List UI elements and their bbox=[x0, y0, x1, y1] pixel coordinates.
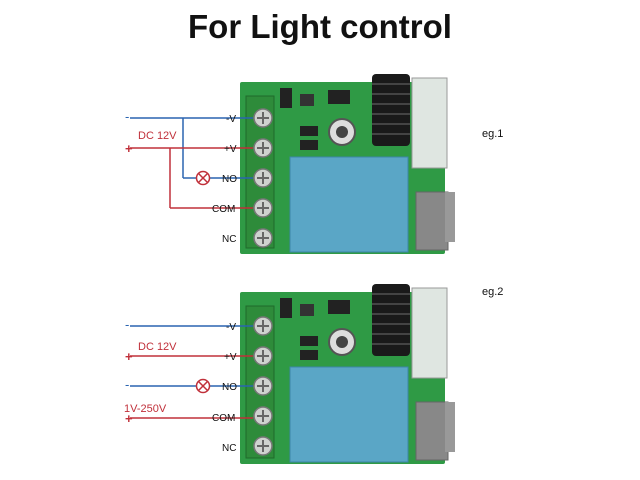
lamp-icon bbox=[195, 170, 211, 186]
terminal-label: -V bbox=[226, 114, 236, 125]
terminal-label: +V bbox=[224, 144, 237, 155]
terminal-label: COM bbox=[212, 204, 235, 215]
load-supply-label: 1V-250V bbox=[124, 403, 167, 415]
supply-label-2: DC 12V bbox=[138, 341, 177, 353]
supply-negative-2: - bbox=[125, 317, 129, 332]
load-negative: - bbox=[125, 377, 129, 392]
supply-positive-1: + bbox=[125, 141, 133, 156]
terminal-label: NC bbox=[222, 234, 236, 245]
load-positive: + bbox=[125, 411, 133, 426]
supply-label-1: DC 12V bbox=[138, 130, 177, 142]
supply-positive-2: + bbox=[125, 349, 133, 364]
terminal-label: NO bbox=[222, 382, 237, 393]
lamp-icon bbox=[195, 378, 211, 394]
terminal-label: +V bbox=[224, 352, 237, 363]
supply-negative-1: - bbox=[125, 109, 129, 124]
wiring-eg1 bbox=[130, 117, 253, 209]
terminal-label: NC bbox=[222, 443, 236, 454]
page-title: For Light control bbox=[188, 8, 452, 45]
relay-board-2 bbox=[239, 283, 456, 465]
terminal-label: NO bbox=[222, 174, 237, 185]
example-label-2: eg.2 bbox=[482, 286, 503, 298]
terminal-label: -V bbox=[226, 322, 236, 333]
terminal-label: COM bbox=[212, 413, 235, 424]
example-label-1: eg.1 bbox=[482, 128, 503, 140]
relay-board-1 bbox=[239, 73, 456, 255]
wiring-eg2 bbox=[130, 325, 253, 419]
